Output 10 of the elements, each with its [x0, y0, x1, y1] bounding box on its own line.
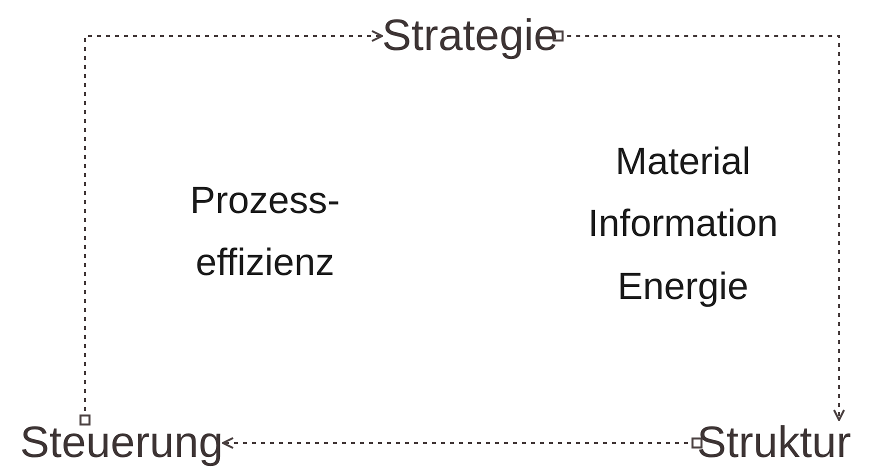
dotted-arrow	[552, 30, 846, 421]
text-label: Prozess- effizienz	[189, 179, 341, 286]
node-label: Strategie	[382, 13, 558, 59]
text-label: Information	[586, 202, 780, 247]
dotted-arrow	[222, 437, 702, 449]
dotted-arrow	[80, 30, 383, 426]
text-label: Energie	[616, 265, 750, 310]
node-label: Steuerung	[20, 420, 224, 466]
node-label: Struktur	[697, 420, 852, 466]
text-label: Material	[614, 140, 752, 185]
